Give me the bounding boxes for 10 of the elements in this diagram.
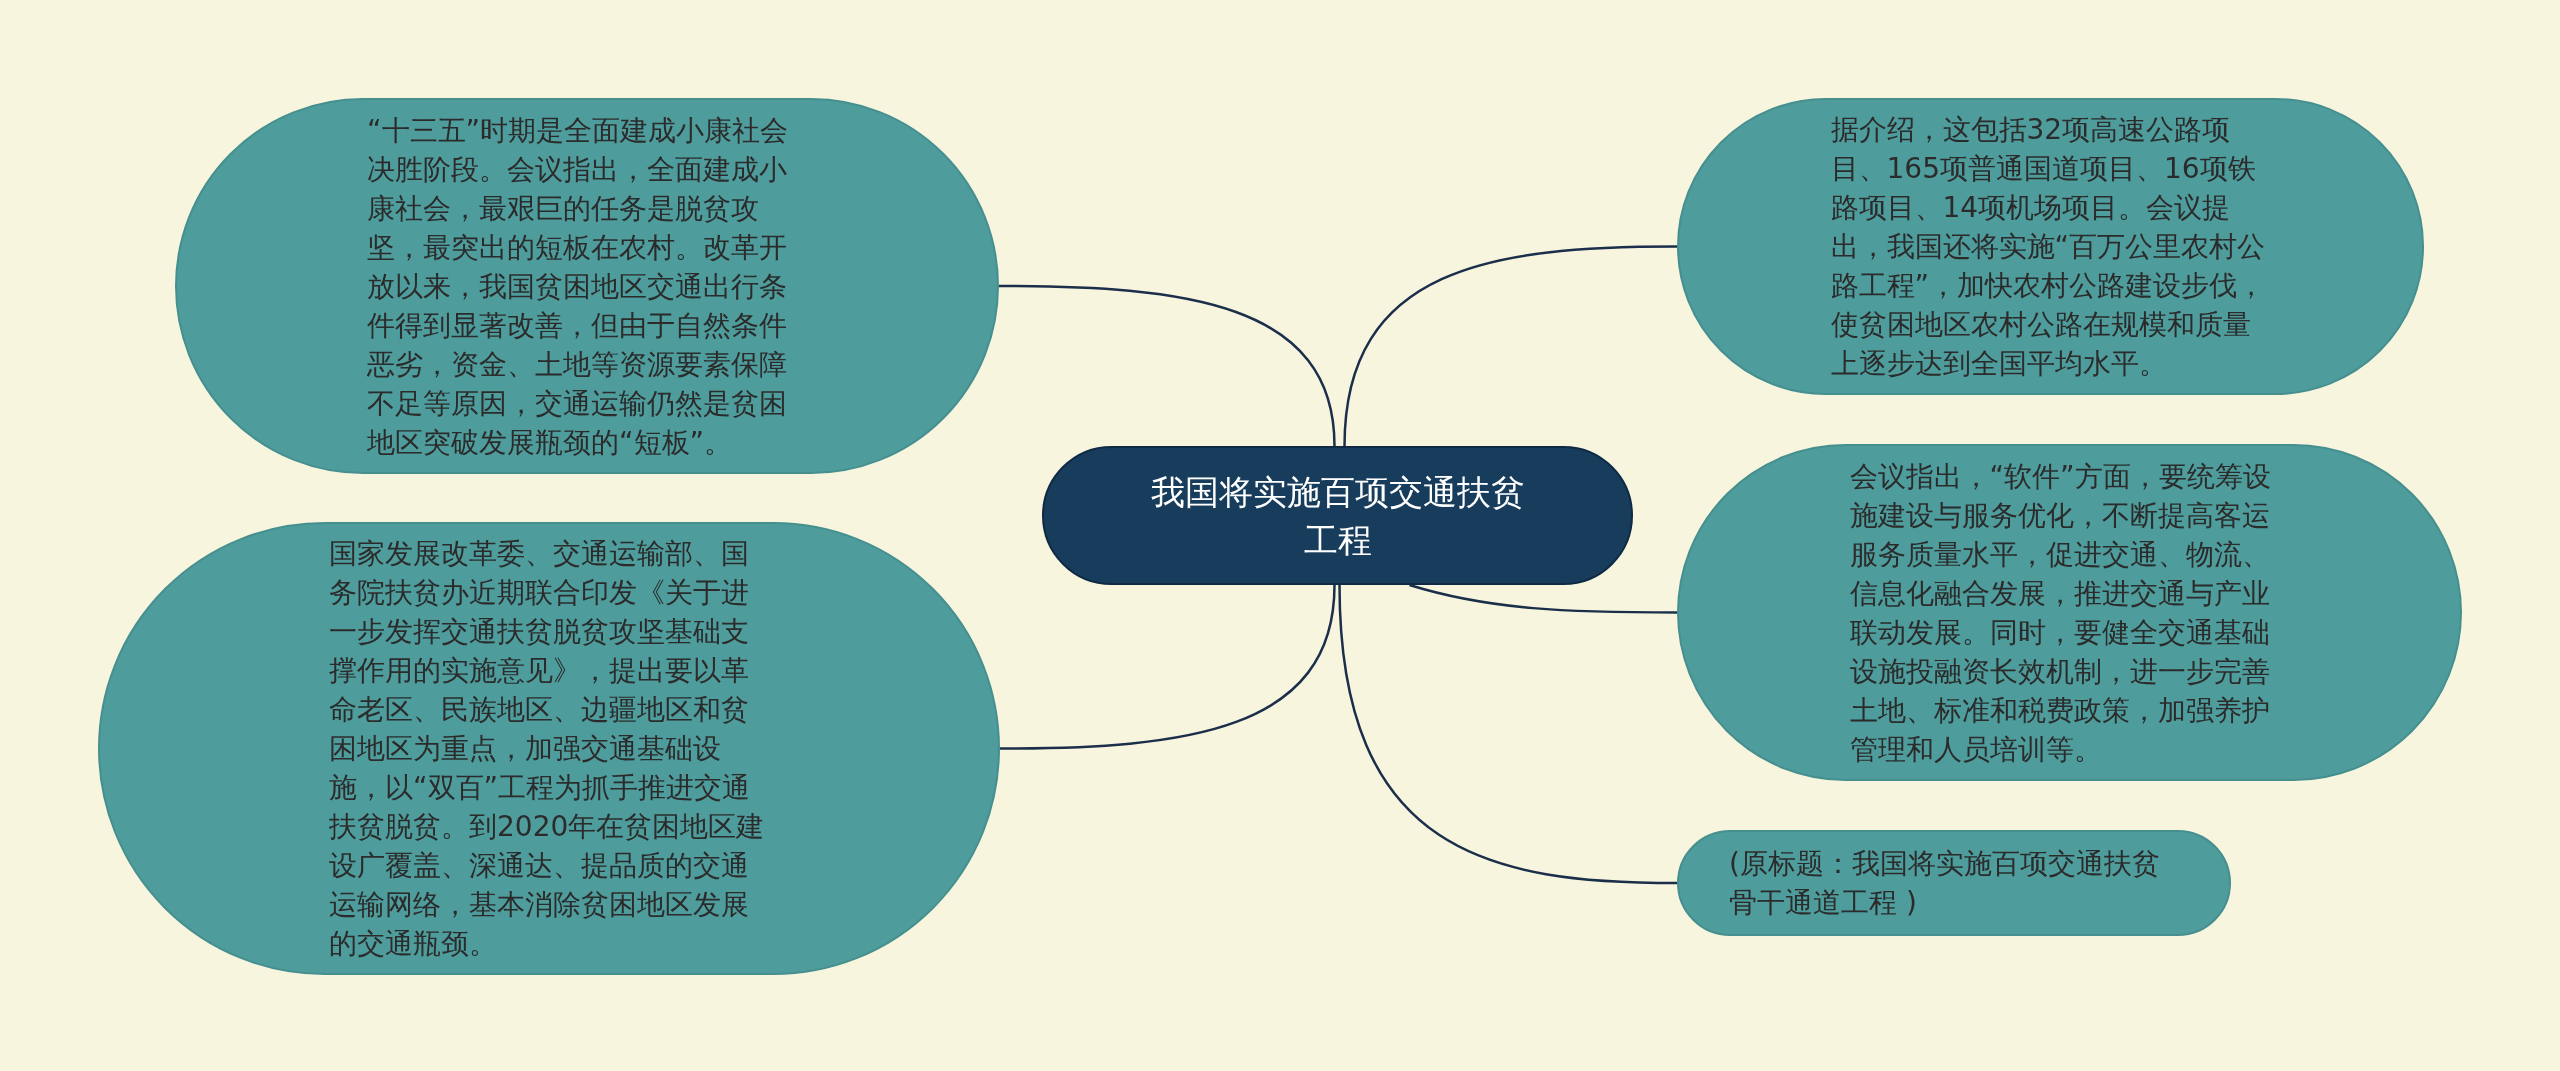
paragraph-text: 会议指出，“软件”方面，要统筹设施建设与服务优化，不断提高客运服务质量水平，促进交通、物流、信息化融合发展，推进交通与产业联动发展。同时，要健全交通基础设施投融资长效机制，进一步完善土地、标准和税费政策，加强养护管理和人员培训等。 — [1849, 458, 2272, 768]
paragraph-text: 据介绍，这包括32项高速公路项目、165项普通国道项目、16项铁路项目、14项机场项目。会议提出，我国还将实施“百万公里农村公路工程”，加快农村公路建设步伐，使贫困地区农村公路在规模和质量上逐步达到全国平均水平。 — [1830, 112, 2266, 382]
connector-line — [1409, 583, 1677, 614]
paragraph-text: 国家发展改革委、交通运输部、国务院扶贫办近期联合印发《关于进一步发挥交通扶贫脱贫攻坚基础支撑作用的实施意见》，提出要以革命老区、民族地区、边疆地区和贫困地区为重点，加强交通基础设施，以“双百”工程为抓手推进交通扶贫脱贫。到2020年在贫困地区建设广覆盖、深通达、提品质的交通运输网络，基本消除贫困地区发展的交通瓶颈。 — [329, 536, 766, 962]
paragraph-text: (原标题：我国将实施百项交通扶贫骨干通道工程 ) — [1729, 846, 2161, 921]
topic-title: 我国将实施百项交通扶贫工程 — [1149, 470, 1526, 562]
paragraph-text: “十三五”时期是全面建成小康社会决胜阶段。会议指出，全面建成小康社会，最艰巨的任务是脱贫攻坚，最突出的短板在农村。改革开放以来，我国贫困地区交通出行条件得到显著改善，但由于自然条件恶劣，资金、土地等资源要素保障不足等原因，交通运输仍然是贫困地区突破发展瓶颈的“短板”。 — [367, 112, 789, 461]
connector-line — [1000, 584, 1336, 750]
connector-line — [999, 284, 1336, 447]
connector-line — [1343, 245, 1677, 447]
